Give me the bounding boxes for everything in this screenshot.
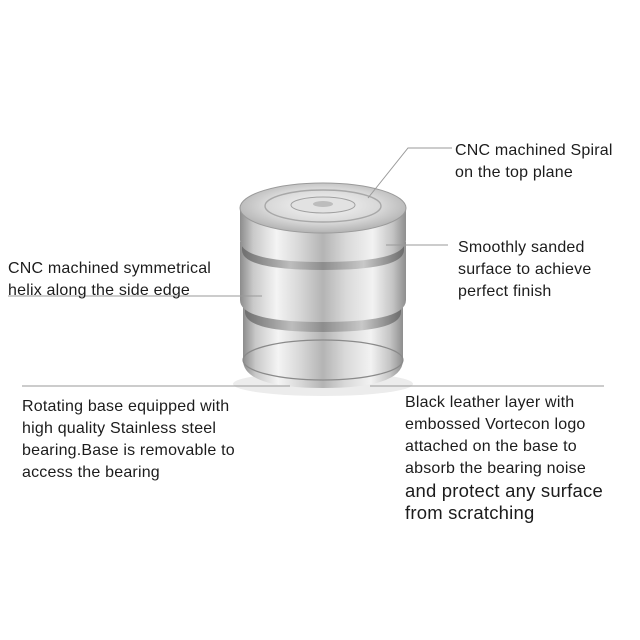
- callout-surface-finish: Smoothly sanded surface to achieve perfe…: [458, 239, 592, 300]
- callout-rotating-base: Rotating base equipped with high quality…: [22, 398, 235, 481]
- leader-line-top-spiral: [367, 147, 452, 199]
- callout-top-spiral: CNC machined Spiral on the top plane: [455, 142, 613, 181]
- callout-leather-layer: Black leather layer with embossed Vortec…: [405, 394, 603, 523]
- callout-side-helix: CNC machined symmetrical helix along the…: [8, 260, 212, 299]
